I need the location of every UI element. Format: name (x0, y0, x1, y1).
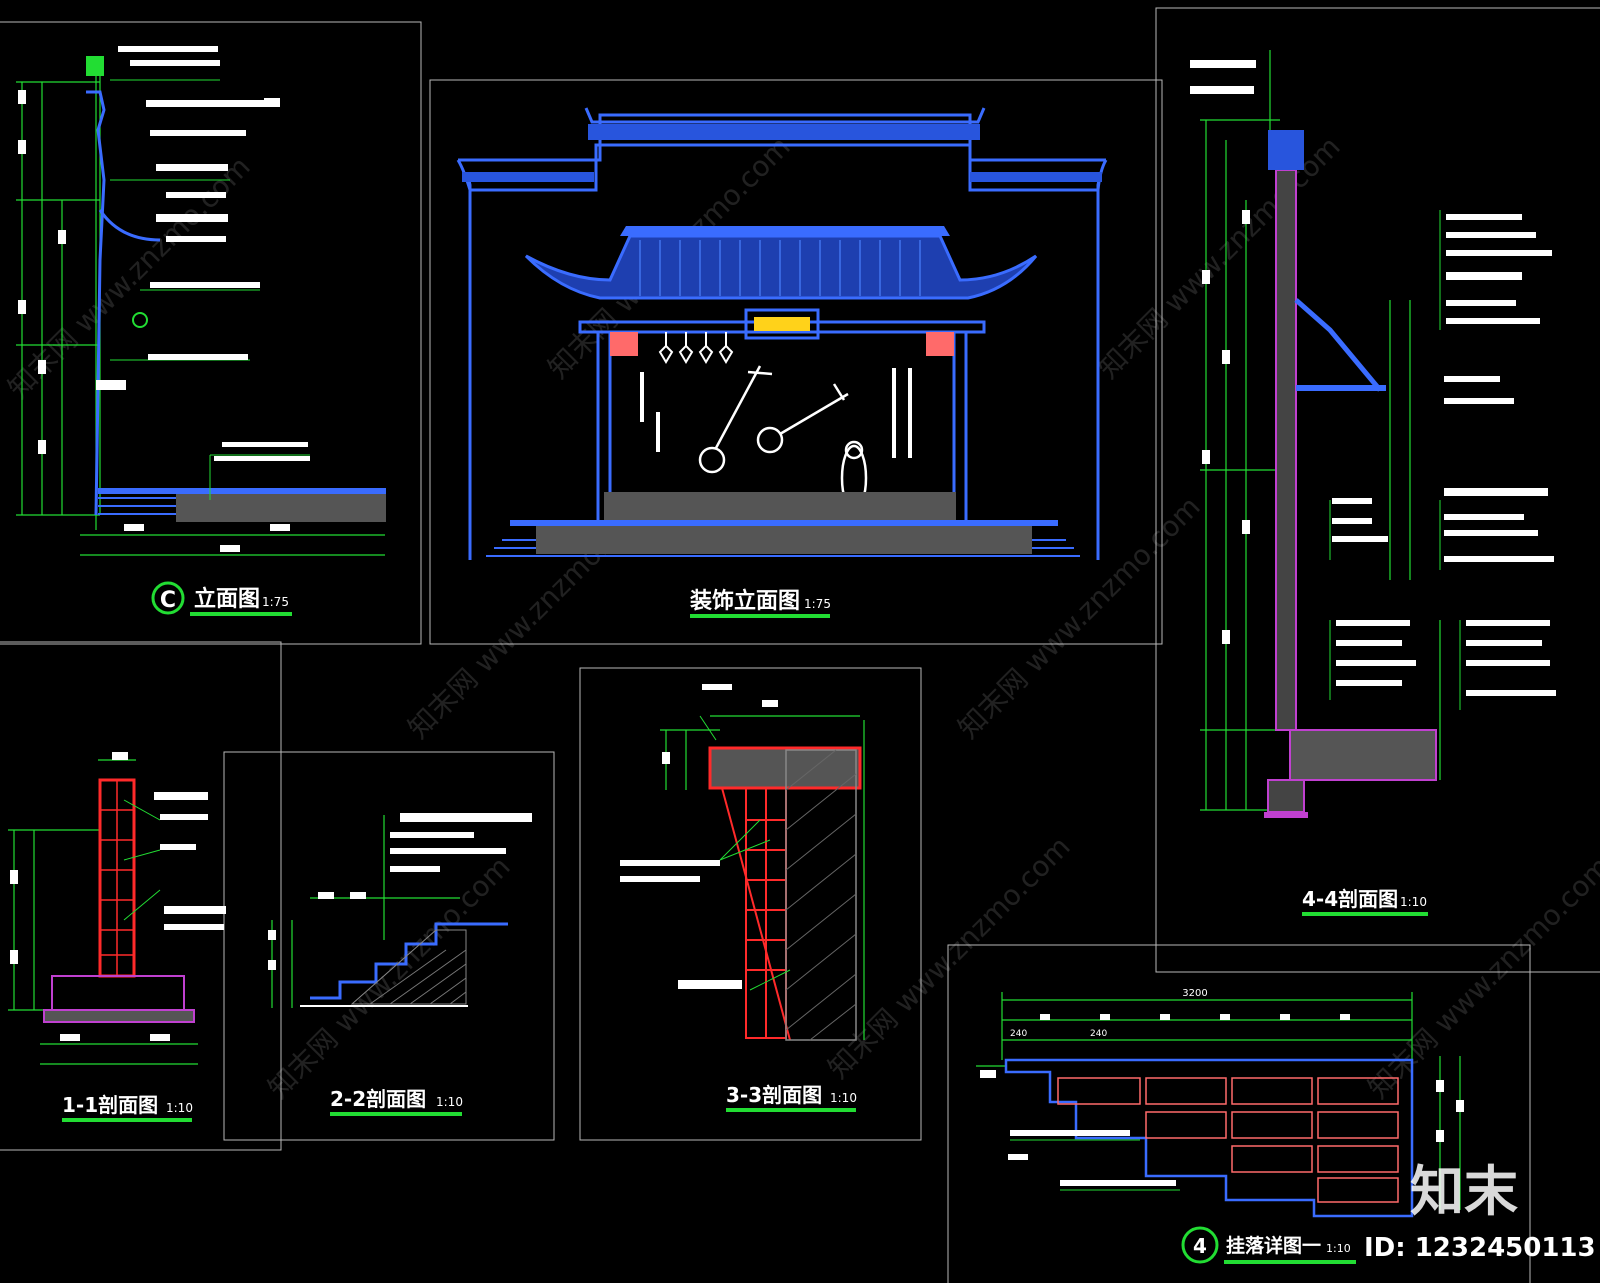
detail-4-seg-dim: 240 (1090, 1029, 1107, 1039)
section-33-scale: 1:10 (830, 1091, 857, 1105)
section-11-title: 1-1剖面图 (62, 1093, 158, 1117)
frame-main-elevation (429, 79, 1163, 645)
main-elevation-title: 装饰立面图 (690, 588, 800, 614)
footer-branding: 知末 ID: 1232450113 (1364, 1160, 1596, 1263)
section-44-title: 4-4剖面图 (1302, 887, 1398, 911)
section-33-drawing: 3-3剖面图 1:10 (620, 684, 865, 1112)
frame-section-33 (579, 667, 922, 1141)
site-logo: 知末 (1410, 1160, 1518, 1223)
signboard (744, 308, 820, 340)
detail-4-title: 挂落详图一 (1226, 1234, 1321, 1257)
detail-4-scale: 1:10 (1326, 1242, 1351, 1255)
frame-section-11 (0, 641, 282, 1151)
section-11-scale: 1:10 (166, 1101, 193, 1115)
detail-4-seg-dim: 240 (1010, 1029, 1027, 1039)
detail-4-overall-dim: 3200 (1182, 988, 1207, 999)
detail-4-marker-circle (1181, 1226, 1219, 1264)
frame-c-elevation (0, 21, 422, 645)
drawing-id: ID: 1232450113 (1364, 1233, 1596, 1263)
frame-section-44 (1155, 7, 1600, 973)
c-elevation-title: 立面图 (194, 586, 260, 612)
c-marker-letter: C (160, 588, 176, 613)
section-44-scale: 1:10 (1400, 895, 1427, 909)
c-marker-circle (151, 581, 185, 615)
c-elevation-drawing: C 立面图 1:75 (16, 46, 386, 616)
frame-section-22 (223, 751, 555, 1141)
section-33-title: 3-3剖面图 (726, 1083, 822, 1107)
c-elevation-scale: 1:75 (262, 595, 289, 609)
detail-4-drawing: 3200 240 240 4 挂落详图一 1:10 (976, 988, 1464, 1264)
main-elevation-drawing: 装饰立面图 1:75 (456, 107, 1108, 618)
section-44-drawing: 4-4剖面图 1:10 (1190, 50, 1556, 916)
section-22-drawing: 2-2剖面图 1:10 (268, 813, 532, 1116)
main-elevation-scale: 1:75 (804, 597, 831, 611)
section-22-title: 2-2剖面图 (330, 1087, 426, 1111)
detail-4-marker-number: 4 (1193, 1234, 1207, 1258)
section-11-drawing: 1-1剖面图 1:10 (8, 752, 226, 1122)
section-22-scale: 1:10 (436, 1095, 463, 1109)
frame-detail-4 (947, 944, 1531, 1283)
